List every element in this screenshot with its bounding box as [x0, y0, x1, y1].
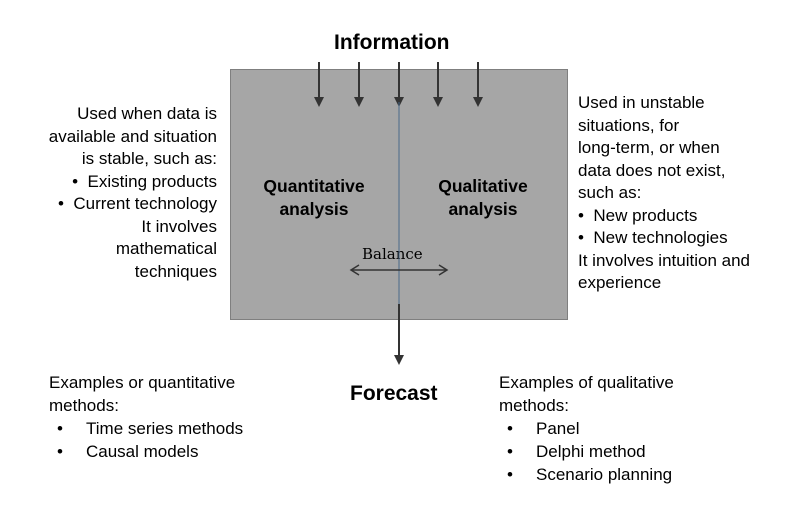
quantitative-title-line: analysis — [279, 199, 349, 219]
bullet-glyph: • — [57, 442, 63, 461]
qualitative-examples-heading: Examples of qualitative — [499, 373, 674, 392]
qualitative-example-item: • Scenario planning — [499, 463, 674, 486]
right-note-line: Used in unstable — [578, 93, 705, 112]
left-note-bullet: • Existing products — [49, 171, 217, 194]
qualitative-analysis-label: Qualitative analysis — [418, 175, 548, 221]
right-note-line: experience — [578, 273, 662, 292]
bullet-glyph: • — [578, 228, 584, 247]
right-note-bullet: • New technologies — [578, 227, 750, 250]
qualitative-example-text: Delphi method — [536, 442, 646, 461]
information-arrows — [314, 62, 483, 107]
bullet-glyph: • — [72, 171, 79, 191]
qualitative-example-text: Scenario planning — [536, 465, 673, 484]
balance-label: Balance — [362, 245, 423, 263]
qualitative-examples: Examples of qualitative methods: •Panel … — [499, 371, 674, 486]
quantitative-title-line: Quantitative — [263, 176, 365, 196]
qualitative-example-text: Panel — [536, 419, 580, 438]
qualitative-example-item: • Panel — [499, 417, 674, 440]
right-note-bullet-text: New technologies — [593, 228, 728, 247]
right-note-line: It involves intuition and — [578, 250, 750, 270]
left-note-bullet-text: Existing products — [87, 171, 217, 191]
left-note-line: It involves — [141, 216, 217, 236]
bullet-glyph: • — [578, 205, 584, 225]
right-note-line: data does not exist, — [578, 160, 726, 180]
bullet-glyph: • — [57, 419, 63, 438]
bullet-glyph: • — [57, 194, 64, 213]
balance-arrow — [349, 264, 449, 276]
quantitative-example-item: • Causal models — [49, 440, 243, 463]
quantitative-example-item: • Time series methods — [49, 417, 243, 440]
quantitative-examples-heading: Examples or quantitative — [49, 373, 236, 392]
left-note-line: mathematical — [115, 239, 217, 258]
qualitative-title-line: analysis — [448, 199, 518, 219]
qualitative-examples-heading: methods: — [499, 396, 569, 415]
left-note-bullet: • Current technology — [49, 193, 217, 216]
right-note-bullet-text: New products — [593, 205, 698, 225]
bullet-glyph: • — [507, 419, 513, 438]
left-note: Used when data is available and situatio… — [49, 103, 217, 283]
qualitative-title-line: Qualitative — [438, 176, 528, 196]
quantitative-example-text: Time series methods — [86, 419, 244, 438]
right-note-line: long-term, or when — [578, 138, 720, 157]
left-note-line: Used when data is — [77, 104, 217, 123]
left-note-line: techniques — [134, 261, 217, 281]
right-note-line: such as: — [578, 183, 642, 202]
left-note-bullet-text: Current technology — [73, 194, 217, 213]
left-note-line: is stable, such as: — [81, 149, 217, 168]
quantitative-analysis-label: Quantitative analysis — [249, 175, 379, 221]
quantitative-examples: Examples or quantitative methods: • Time … — [49, 371, 243, 463]
right-note-line: situations, for — [578, 115, 680, 135]
right-note: Used in unstable situations, for long-te… — [578, 92, 750, 295]
information-label: Information — [334, 31, 450, 54]
forecast-label: Forecast — [350, 382, 438, 405]
qualitative-example-item: • Delphi method — [499, 440, 674, 463]
quantitative-examples-heading: methods: — [49, 396, 119, 415]
bullet-glyph: • — [507, 442, 513, 461]
bullet-glyph: • — [507, 465, 513, 484]
right-note-bullet: • New products — [578, 205, 750, 228]
quantitative-example-text: Causal models — [86, 442, 199, 461]
left-note-line: available and situation — [48, 126, 217, 146]
